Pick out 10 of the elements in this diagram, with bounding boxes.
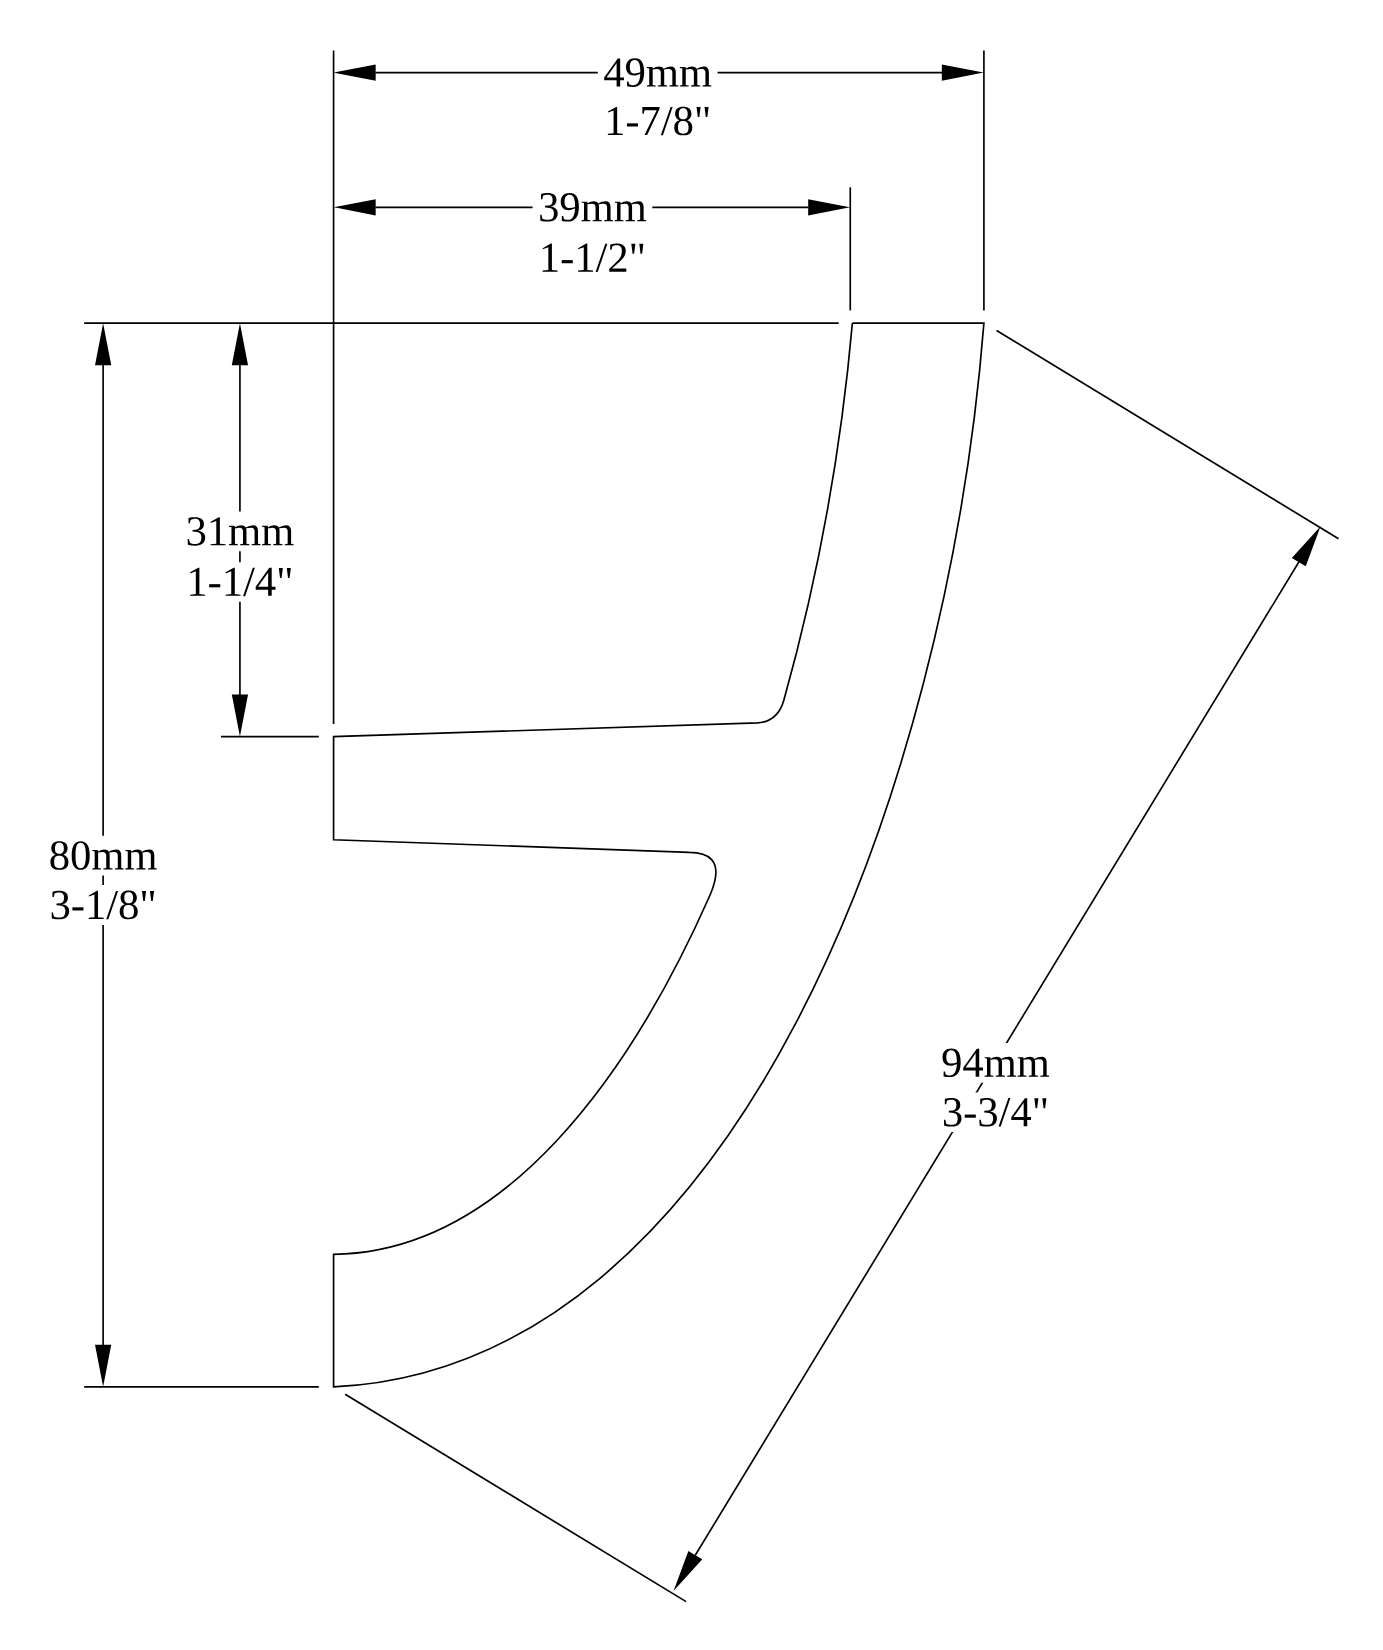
dimension-label: 3-1/8" bbox=[44, 885, 163, 925]
dimension-label: 3-3/4" bbox=[936, 1092, 1055, 1133]
dimension-label: 1-1/4" bbox=[180, 562, 300, 602]
dimension-label: 80mm bbox=[43, 835, 164, 876]
dimension-label: 31mm bbox=[180, 511, 300, 552]
dimension-label: 1-7/8" bbox=[598, 101, 717, 141]
dimension-label: 49mm bbox=[597, 52, 718, 93]
dimension-label: 1-1/2" bbox=[533, 238, 652, 278]
dimension-label: 39mm bbox=[532, 187, 653, 228]
dimension-label: 94mm bbox=[935, 1043, 1056, 1083]
